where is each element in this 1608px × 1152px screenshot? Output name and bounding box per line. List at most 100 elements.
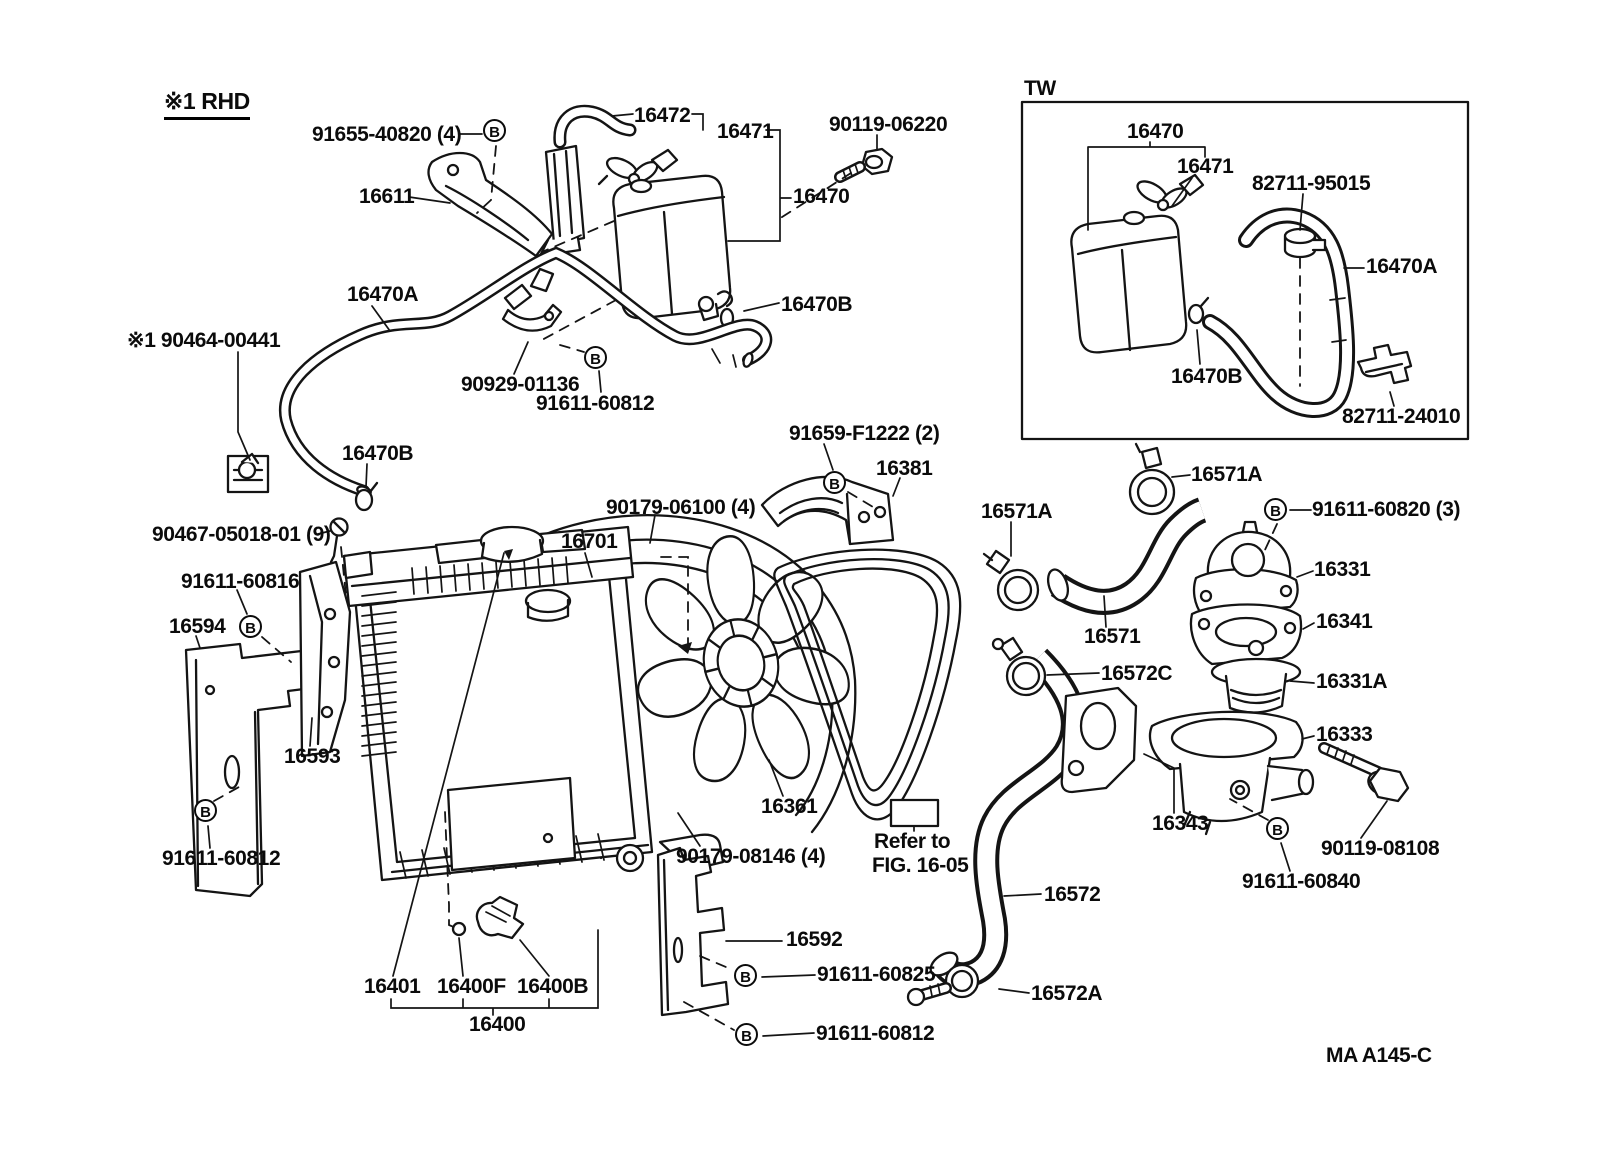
part-label-16471: 16471 xyxy=(717,120,774,143)
hose-16572 xyxy=(929,648,1087,989)
water-inlet-16333 xyxy=(1148,710,1315,836)
part-label-91611-60812-hose: 91611-60812 xyxy=(536,392,655,415)
part-label-16333: 16333 xyxy=(1316,723,1373,746)
part-label-91659-f1222: 91659-F1222 (2) xyxy=(789,422,940,445)
part-label-91655-40820: 91655-40820 (4) xyxy=(312,123,462,146)
b-marker-60825: B xyxy=(734,964,757,987)
b-marker-90929: B xyxy=(584,346,607,369)
part-label-16592: 16592 xyxy=(786,928,843,951)
part-label-90179-08146: 90179-08146 (4) xyxy=(676,845,826,868)
clamp-16571a-left xyxy=(982,549,1040,612)
part-label-16472: 16472 xyxy=(634,104,691,127)
thermostat-16331a xyxy=(1210,639,1302,714)
part-label-16470: 16470 xyxy=(793,185,850,208)
tw-cap-16471 xyxy=(1136,173,1205,212)
part-label-16572a: 16572A xyxy=(1031,982,1103,1005)
tw-hose-16470a xyxy=(1202,207,1356,418)
b-marker-60816: B xyxy=(239,615,262,638)
tw-clamp-82711-24010 xyxy=(1356,343,1413,385)
bracket-16381 xyxy=(760,475,895,546)
part-label-16331a: 16331A xyxy=(1316,670,1388,693)
hose-16472 xyxy=(553,104,637,149)
hose-16571 xyxy=(1046,497,1207,615)
clamp-16572c xyxy=(991,636,1047,697)
clip-16470b-hose xyxy=(354,481,379,512)
tw-inset-title: TW xyxy=(1024,77,1056,100)
b-marker-60812-center: B xyxy=(735,1023,758,1046)
part-label-16401: 16401 xyxy=(364,975,421,998)
part-label-16331: 16331 xyxy=(1314,558,1371,581)
part-label-91611-60812-bracket: 91611-60812 xyxy=(162,847,281,870)
gasket-16343 xyxy=(1060,686,1138,794)
screw-90467 xyxy=(329,517,349,564)
part-label-90119-06220: 90119-06220 xyxy=(829,113,948,136)
b-marker-91659: B xyxy=(823,471,846,494)
bracket-16593 xyxy=(298,560,352,758)
part-label-90119-08108: 90119-08108 xyxy=(1321,837,1440,860)
tw-part-label-16470a: 16470A xyxy=(1366,255,1438,278)
part-label-16470b-hose: 16470B xyxy=(342,442,414,465)
fan-16361 xyxy=(630,533,852,792)
gasket-16341 xyxy=(1189,603,1303,666)
tw-part-label-16470: 16470 xyxy=(1127,120,1184,143)
shield-16592 xyxy=(656,846,730,1017)
reservoir-tank-16470 xyxy=(612,174,732,322)
part-label-16572: 16572 xyxy=(1044,883,1101,906)
part-label-16611: 16611 xyxy=(359,185,415,208)
part-label-16341: 16341 xyxy=(1316,610,1373,633)
part-label-16571: 16571 xyxy=(1084,625,1141,648)
part-label-16571a-left: 16571A xyxy=(981,500,1053,523)
rhd-note: ※1 RHD xyxy=(164,90,250,120)
tw-cap-82711-95015 xyxy=(1283,227,1327,259)
part-label-91611-60820: 91611-60820 (3) xyxy=(1312,498,1461,521)
part-label-16701: 16701 xyxy=(561,530,618,553)
part-label-16572c: 16572C xyxy=(1101,662,1173,685)
bracket-16611 xyxy=(427,144,586,258)
b-marker-60840: B xyxy=(1266,817,1289,840)
refer-note-line1: Refer to xyxy=(874,830,951,853)
b-marker-60820: B xyxy=(1264,498,1287,521)
tw-part-label-82711-95015: 82711-95015 xyxy=(1252,172,1371,195)
valve-16471 xyxy=(597,148,679,186)
clamp-90929-01136 xyxy=(501,267,563,332)
tw-inset xyxy=(1020,100,1470,441)
tw-part-label-16471: 16471 xyxy=(1177,155,1234,178)
part-label-90929-01136: 90929-01136 xyxy=(461,373,580,396)
doc-code: MA A145-C xyxy=(1326,1044,1432,1067)
water-outlet-16331 xyxy=(1192,520,1299,617)
tw-clip-16470b xyxy=(1187,296,1210,325)
part-label-16381: 16381 xyxy=(876,457,933,480)
part-label-16400f: 16400F xyxy=(437,975,506,998)
part-label-91611-60816: 91611-60816 xyxy=(181,570,300,593)
fan-belt xyxy=(773,548,962,821)
tw-part-label-16470b: 16470B xyxy=(1171,365,1243,388)
part-label-90179-06100: 90179-06100 (4) xyxy=(606,496,756,519)
part-label-16593: 16593 xyxy=(284,745,341,768)
refer-note-line2: FIG. 16-05 xyxy=(872,854,969,877)
b-marker-60812-left: B xyxy=(194,799,217,822)
part-label-16571a-right: 16571A xyxy=(1191,463,1263,486)
part-label-16400: 16400 xyxy=(469,1013,526,1036)
refer-box xyxy=(889,798,940,828)
part-label-90467-05018: 90467-05018-01 (9) xyxy=(152,523,331,546)
part-label-16400b: 16400B xyxy=(517,975,589,998)
tw-part-label-82711-24010: 82711-24010 xyxy=(1342,405,1461,428)
part-label-91611-60812-shield: 91611-60812 xyxy=(816,1022,935,1045)
part-label-16361: 16361 xyxy=(761,795,818,818)
part-label-16470b-tank: 16470B xyxy=(781,293,853,316)
b-marker-91655: B xyxy=(483,119,506,142)
part-label-91611-60825: 91611-60825 xyxy=(817,963,936,986)
dashed-leaders xyxy=(213,145,1301,1031)
leader-lines xyxy=(195,113,1395,1037)
part-label-91611-60840: 91611-60840 xyxy=(1242,870,1361,893)
bolt-90119-06220 xyxy=(834,147,894,183)
part-label-16470a: 16470A xyxy=(347,283,419,306)
bracket-16594 xyxy=(184,642,314,898)
leader-arrows xyxy=(504,549,692,654)
bolt-90119-08108 xyxy=(1318,742,1410,803)
tw-reservoir-tank xyxy=(1070,210,1188,354)
part-label-90464-00441: ※1 90464-00441 xyxy=(127,329,281,352)
part-label-16343: 16343 xyxy=(1152,812,1209,835)
